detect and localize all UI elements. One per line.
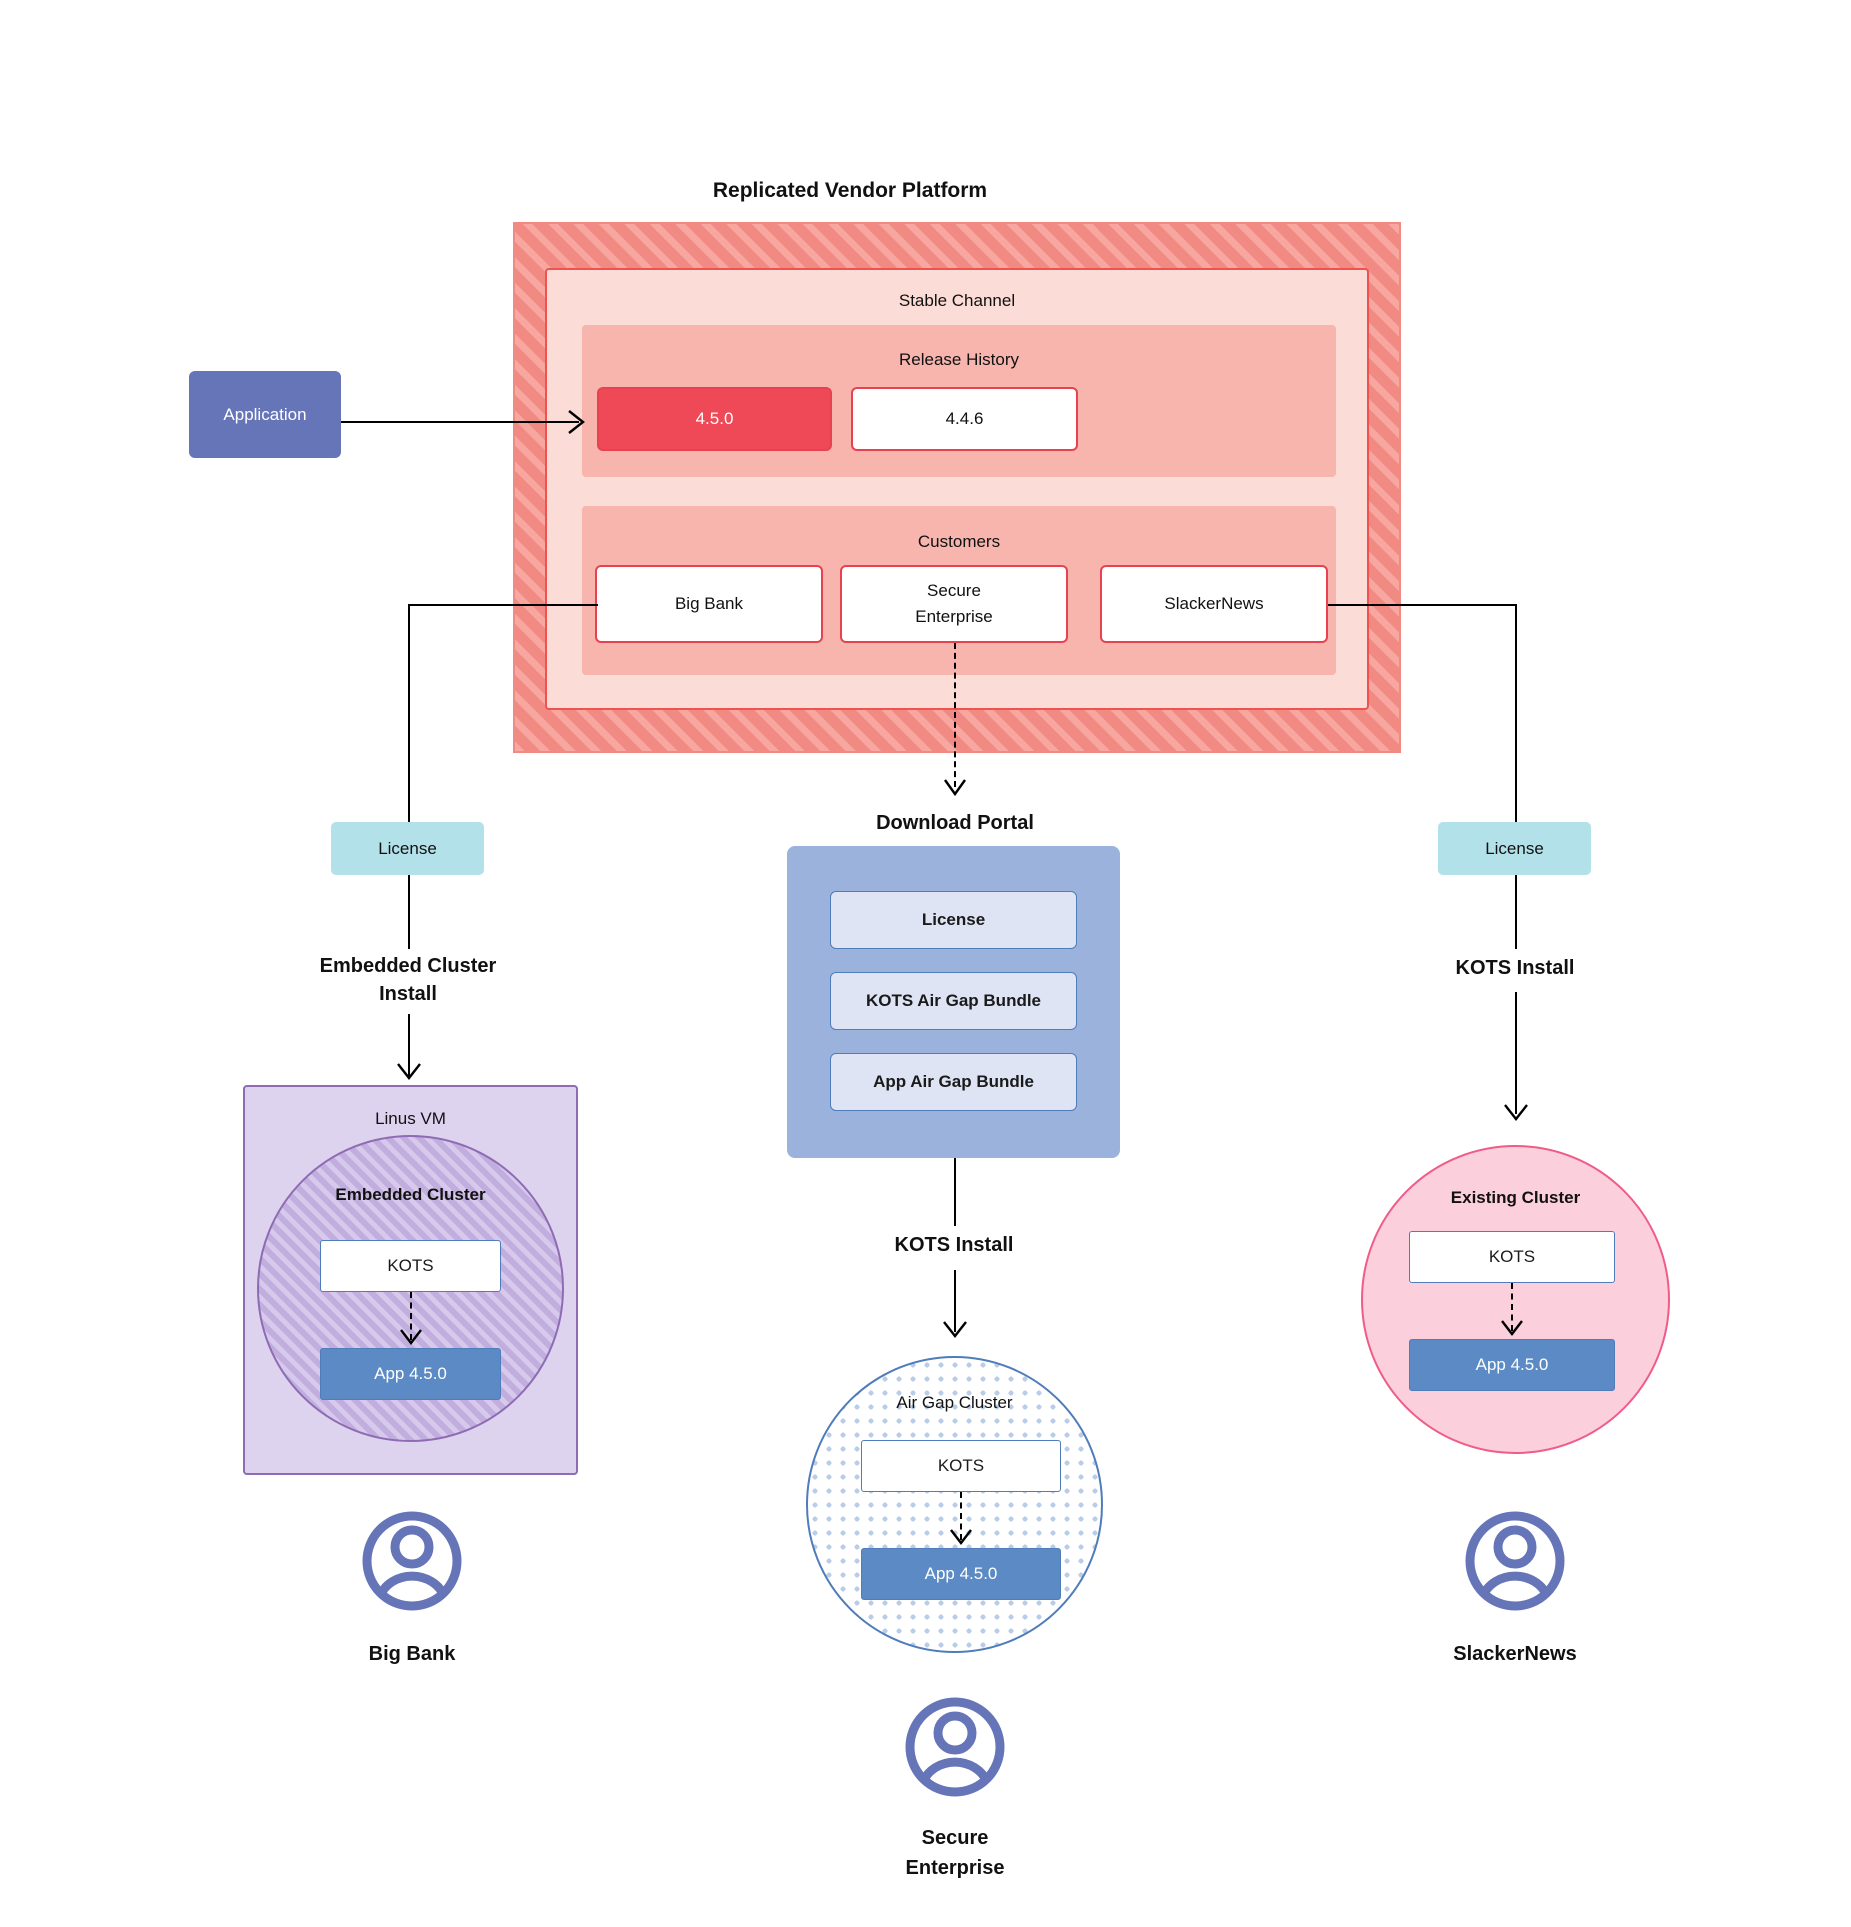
kots-to-app-dashed-left [410,1292,412,1340]
customer-name-center-line2: Enterprise [905,1857,1005,1879]
customer-name-center-line1: Secure [921,1827,989,1849]
stable-channel-label: Stable Channel [898,291,1016,310]
release-box-current[interactable]: 4.5.0 [597,387,832,451]
customer-box-secure-enterprise[interactable]: Secure Enterprise [840,565,1068,643]
customer-box-big-bank[interactable]: Big Bank [595,565,823,643]
license-right-down-line [1515,875,1517,949]
install-label-left-line2: Install [379,983,437,1005]
install-left-down-line [408,1014,410,1076]
portal-item-app-air-gap-bundle[interactable]: App Air Gap Bundle [830,1053,1077,1111]
application-to-release-arrowhead [568,410,585,434]
slackernews-exit-line [1328,604,1517,606]
kots-to-app-dashed-center [960,1492,962,1540]
avatar-big-bank [362,1511,462,1611]
embedded-cluster-label: Embedded Cluster [335,1185,486,1204]
release-box-previous[interactable]: 4.4.6 [851,387,1078,451]
avatar-secure-enterprise [905,1697,1005,1797]
portal-down-line [954,1158,956,1226]
customer-name-left: Big Bank [368,1642,456,1665]
kots-to-app-arrowhead-center [950,1529,972,1545]
download-portal-title: Download Portal [876,811,1034,834]
install-right-arrowhead [1504,1104,1528,1121]
existing-cluster-label: Existing Cluster [1450,1188,1581,1207]
secure-enterprise-to-portal-arrowhead [944,779,966,797]
kots-box-right[interactable]: KOTS [1409,1231,1615,1283]
avatar-slackernews [1465,1511,1565,1611]
install-center-arrowhead [943,1321,967,1338]
air-gap-cluster-label: Air Gap Cluster [896,1393,1013,1412]
kots-to-app-arrowhead-left [400,1329,422,1345]
license-badge-right[interactable]: License [1438,822,1591,875]
diagram-title: Replicated Vendor Platform [712,179,988,202]
install-left-arrowhead [397,1063,421,1080]
portal-item-kots-air-gap-bundle[interactable]: KOTS Air Gap Bundle [830,972,1077,1030]
customer-box-secure-enterprise-label: Secure Enterprise [915,578,992,630]
portal-item-license[interactable]: License [830,891,1077,949]
license-badge-left[interactable]: License [331,822,484,875]
air-gap-cluster-circle [806,1356,1103,1653]
cust-se-line1: Secure [927,581,981,600]
release-history-label: Release History [899,350,1019,369]
customers-label: Customers [917,532,1001,551]
bigbank-down-line [408,604,410,822]
install-label-right: KOTS Install [1455,956,1575,979]
license-left-down-line [408,875,410,949]
kots-box-left[interactable]: KOTS [320,1240,501,1292]
customer-box-slackernews[interactable]: SlackerNews [1100,565,1328,643]
cust-se-line2: Enterprise [915,607,993,626]
kots-box-center[interactable]: KOTS [861,1440,1061,1492]
secure-enterprise-to-portal-dashed [954,643,956,787]
slackernews-down-line [1515,604,1517,822]
customer-name-right: SlackerNews [1453,1642,1577,1665]
application-box[interactable]: Application [189,371,341,458]
app-box-left[interactable]: App 4.5.0 [320,1348,501,1400]
kots-to-app-dashed-right [1511,1283,1513,1331]
install-label-left: Embedded Cluster Install [288,952,528,1008]
app-box-center[interactable]: App 4.5.0 [861,1548,1061,1600]
install-center-down-line [954,1270,956,1332]
existing-cluster-circle [1361,1145,1670,1454]
application-to-release-line [341,421,579,423]
customer-name-center: Secure Enterprise [835,1823,1075,1883]
install-label-left-line1: Embedded Cluster [319,955,497,977]
install-right-down-line [1515,992,1517,1114]
linux-vm-label: Linus VM [375,1109,446,1128]
install-label-center: KOTS Install [894,1233,1014,1256]
bigbank-exit-line [408,604,598,606]
app-box-right[interactable]: App 4.5.0 [1409,1339,1615,1391]
kots-to-app-arrowhead-right [1501,1320,1523,1336]
